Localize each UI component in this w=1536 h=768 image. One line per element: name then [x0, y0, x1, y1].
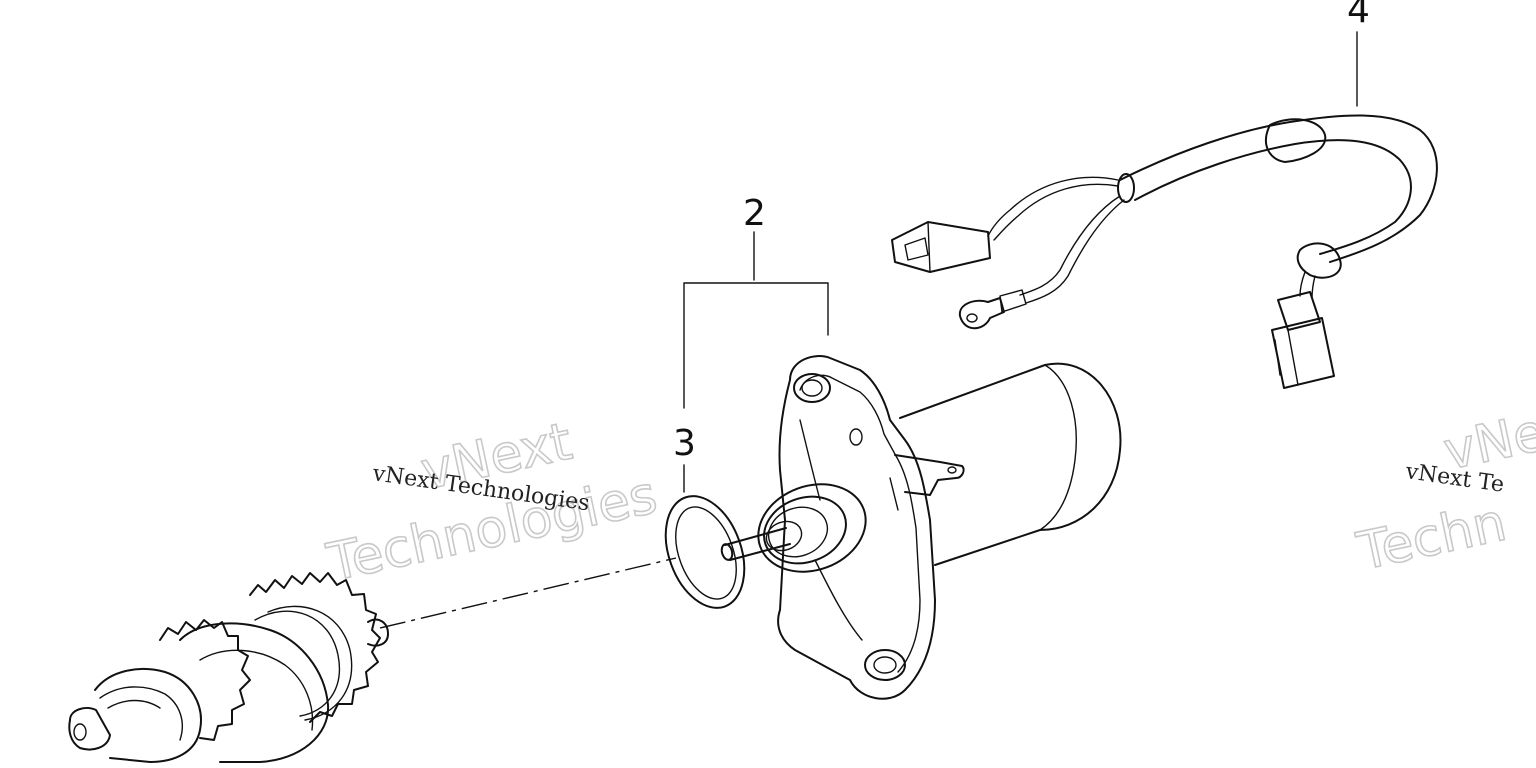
connector-right-top: [1277, 291, 1321, 331]
gear-face: [267, 605, 353, 721]
nose-cone-ring-2: [107, 699, 161, 709]
drive-shaft-tip: [367, 618, 389, 647]
axis-centerline: [379, 557, 677, 629]
callout-2-bracket: [683, 282, 829, 409]
plug-edge: [927, 221, 931, 273]
drive-shaft-end: [68, 707, 111, 751]
flange-inner-edge: [799, 374, 921, 673]
harness-wire-to-connector-2: [1311, 275, 1316, 299]
shaft-collar: [765, 520, 803, 552]
mounting-flange: [777, 355, 936, 700]
wire-to-plug-2: [993, 183, 1119, 241]
shaft-bottom: [729, 543, 791, 561]
connector-right: [1271, 291, 1335, 389]
flange-rib-2: [814, 559, 863, 641]
callout-label-2: 2: [743, 193, 766, 234]
terminal-tab: [894, 454, 965, 496]
gear-face-inner: [254, 610, 341, 717]
flange-hole-bottom-inner: [873, 656, 897, 674]
callout-2: 2: [683, 193, 829, 409]
o-ring-inner: [675, 506, 737, 600]
ring-terminal-crimp: [999, 289, 1027, 313]
o-ring-outer: [664, 495, 746, 609]
harness-boot: [1296, 242, 1342, 279]
plug-slot: [904, 237, 929, 261]
connector-left-plug: [891, 221, 991, 273]
starter-motor: [720, 355, 1122, 700]
watermark-outline-right-line2: Techn: [1352, 493, 1512, 583]
clutch-barrel: [179, 622, 330, 763]
wire-to-ring-terminal: [1019, 195, 1121, 296]
harness-sleeve: [1265, 118, 1327, 163]
shaft-top: [724, 527, 787, 546]
starter-drive-gear: [68, 572, 389, 763]
connector-right-edge: [1287, 329, 1299, 386]
flange-rib-3: [889, 477, 899, 511]
nose-boss-inner: [767, 506, 829, 558]
clutch-barrel-ring: [199, 649, 314, 731]
callout-4: 4: [1347, 0, 1370, 107]
o-ring: [664, 495, 746, 609]
callout-label-4: 4: [1347, 0, 1370, 31]
harness-bundle-bottom: [1134, 139, 1412, 255]
watermark-outline-right: vNe Techn: [1351, 402, 1536, 584]
nose-cone: [94, 668, 202, 763]
nose-cone-ring-1: [99, 686, 183, 741]
flange-hole-top-inner: [801, 379, 823, 397]
shaft-end: [720, 543, 734, 561]
ring-terminal-hole: [966, 313, 978, 323]
callout-3: 3: [673, 423, 696, 493]
gear-teeth-outer: [249, 572, 381, 723]
plug-body: [891, 221, 991, 273]
flange-rib-1: [799, 419, 821, 501]
flange-small-hole: [849, 428, 863, 446]
terminal-tab-hole: [947, 466, 957, 474]
nose-boss-mid: [763, 495, 847, 565]
callout-label-3: 3: [673, 423, 696, 464]
connector-right-body: [1271, 317, 1335, 389]
nose-boss-outer: [757, 483, 867, 573]
pinion-teeth: [159, 619, 251, 741]
wiring-harness: [891, 114, 1438, 389]
ring-terminal: [958, 289, 1027, 330]
harness-sleeve-end: [1117, 173, 1135, 203]
flange-hole-bottom: [864, 649, 906, 681]
drive-shaft-end-hole: [73, 723, 87, 741]
connector-right-latch: [1274, 339, 1281, 376]
flange-hole-top: [793, 373, 831, 403]
motor-can-end: [1039, 364, 1077, 531]
wire-to-ring-terminal-2: [1025, 199, 1125, 304]
harness-bundle-top: [1119, 114, 1438, 263]
wire-to-plug: [987, 176, 1119, 237]
ring-terminal-ring: [958, 297, 1005, 330]
harness-wire-to-connector: [1299, 271, 1306, 297]
motor-can: [899, 362, 1122, 566]
